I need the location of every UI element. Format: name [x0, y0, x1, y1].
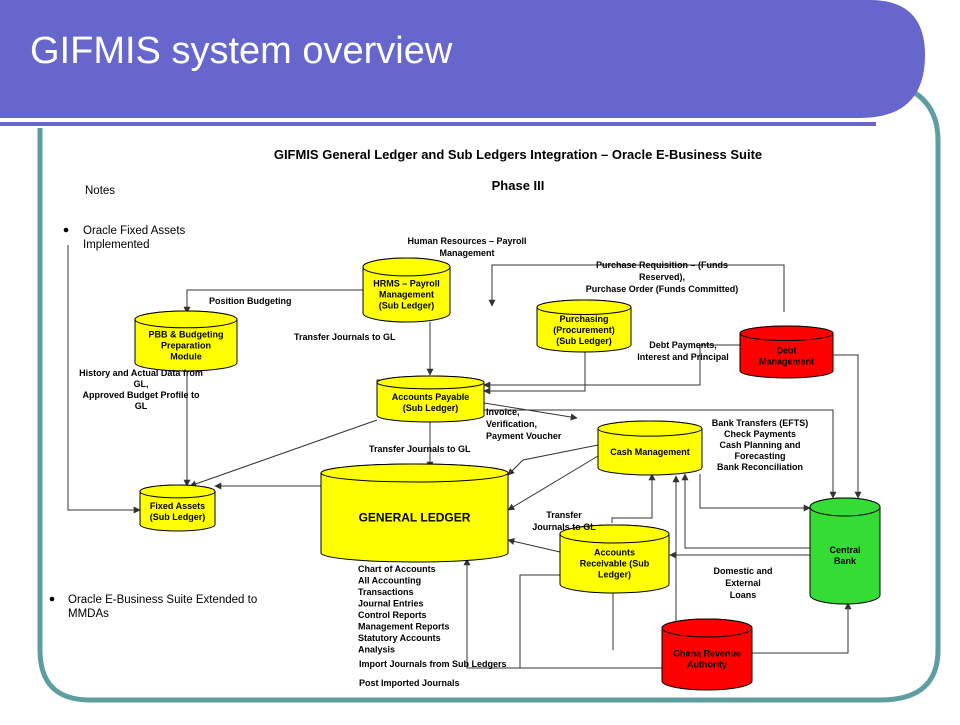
title-band [0, 0, 925, 118]
label-glout: Analysis [358, 645, 395, 655]
node-ar-top [559, 524, 670, 544]
node-cash: Cash Management [597, 420, 703, 476]
node-hrms-label: Management [379, 290, 434, 300]
label-pr: Reserved), [639, 272, 685, 282]
node-ar-label: Ledger) [598, 570, 631, 580]
note-2-line-1: Oracle E-Business Suite Extended to [68, 594, 257, 606]
label-pr: Purchase Order (Funds Committed) [586, 284, 739, 294]
label-bank: Bank Transfers (EFTS) [712, 418, 809, 428]
node-pbb-label: PBB & Budgeting [149, 329, 224, 339]
node-purchasing: Purchasing(Procurement)(Sub Ledger) [536, 299, 632, 353]
label-inv: Verification, [486, 419, 537, 429]
note-1-line-2: Implemented [83, 239, 149, 251]
label-dom: Domestic and [713, 566, 772, 576]
label-glout: Transactions [358, 587, 414, 597]
label-debtpay: Interest and Principal [637, 352, 729, 362]
node-cash-label: Cash Management [610, 447, 690, 457]
node-purchasing-label: (Procurement) [553, 325, 615, 335]
label-tj3: Journals to GL [532, 522, 596, 532]
node-ap: Accounts Payable(Sub Ledger) [376, 375, 485, 423]
label-bank: Forecasting [734, 451, 785, 461]
note-2-line-2: MMDAs [68, 608, 109, 620]
diagram-phase: Phase III [492, 178, 545, 193]
label-glout: Management Reports [358, 622, 450, 632]
node-fa-top [139, 484, 216, 499]
diagram-labels: Human Resources – PayrollManagementPurch… [79, 236, 808, 688]
label-glout: All Accounting [358, 576, 421, 586]
slide-title: GIFMIS system overview [30, 30, 453, 72]
label-bank: Cash Planning and [719, 440, 800, 450]
notes-heading: Notes [85, 185, 115, 197]
label-posb: Position Budgeting [209, 296, 292, 306]
label-hist: GL [135, 401, 148, 411]
node-debt-label: Management [759, 356, 814, 366]
node-gl: GENERAL LEDGER [320, 463, 509, 563]
node-hrms-label: (Sub Ledger) [379, 301, 435, 311]
node-ap-top [376, 375, 485, 390]
node-ap-label: Accounts Payable [392, 392, 470, 402]
label-bank: Bank Reconciliation [717, 462, 803, 472]
label-pr: Purchase Requisition – (Funds [596, 260, 728, 270]
label-inv: Payment Voucher [486, 431, 562, 441]
node-cb-top [809, 497, 881, 517]
label-glout: Journal Entries [358, 599, 424, 609]
node-cb-label: Bank [834, 556, 857, 566]
node-ar-label: Accounts [594, 548, 635, 558]
node-hrms-top [362, 257, 451, 277]
node-purchasing-top [536, 299, 632, 316]
node-ar-label: Receivable (Sub [580, 559, 650, 569]
node-pbb-top [134, 310, 238, 329]
label-tj3: Transfer [546, 510, 582, 520]
label-imp: Import Journals from Sub Ledgers [359, 659, 507, 669]
label-glout: Statutory Accounts [358, 633, 441, 643]
label-hr: Human Resources – Payroll [407, 236, 526, 246]
node-debt-label: Debt [777, 345, 797, 355]
node-gra-top [661, 618, 753, 638]
label-dom: Loans [730, 590, 757, 600]
note-bullet [63, 227, 69, 233]
label-inv: Invoice, [486, 407, 520, 417]
label-hr: Management [439, 248, 494, 258]
node-debt-top [739, 325, 834, 342]
label-hist: History and Actual Data from [79, 368, 203, 378]
node-fa: Fixed Assets(Sub Ledger) [139, 484, 216, 532]
node-fa-label: (Sub Ledger) [150, 512, 206, 522]
note-bullet [49, 596, 55, 602]
label-tj2: Transfer Journals to GL [369, 444, 471, 454]
node-fa-label: Fixed Assets [150, 501, 205, 511]
label-glout: Chart of Accounts [358, 564, 436, 574]
diagram-title: GIFMIS General Ledger and Sub Ledgers In… [274, 147, 762, 162]
node-pbb-label: Module [170, 351, 202, 361]
label-hist: GL, [134, 379, 149, 389]
label-post: Post Imported Journals [359, 678, 460, 688]
label-dom: External [725, 578, 761, 588]
node-gra-label: Authority [687, 660, 727, 670]
label-glout: Control Reports [358, 610, 427, 620]
node-hrms-label: HRMS – Payroll [373, 279, 440, 289]
node-cb-label: Central [829, 545, 860, 555]
label-tj1: Transfer Journals to GL [294, 332, 396, 342]
node-ap-label: (Sub Ledger) [403, 403, 459, 413]
node-pbb-label: Preparation [161, 340, 211, 350]
node-gra-label: Ghana Revenue [673, 649, 741, 659]
node-purchasing-label: Purchasing [559, 314, 608, 324]
node-gl-label: GENERAL LEDGER [359, 511, 471, 525]
note-1-line-1: Oracle Fixed Assets [83, 225, 186, 237]
label-hist: Approved Budget Profile to [83, 390, 201, 400]
label-debtpay: Debt Payments, [649, 340, 717, 350]
node-cash-top [597, 420, 703, 437]
label-bank: Check Payments [724, 429, 796, 439]
node-gl-top [320, 463, 509, 483]
slide-frame [37, 77, 941, 703]
node-purchasing-label: (Sub Ledger) [556, 336, 612, 346]
